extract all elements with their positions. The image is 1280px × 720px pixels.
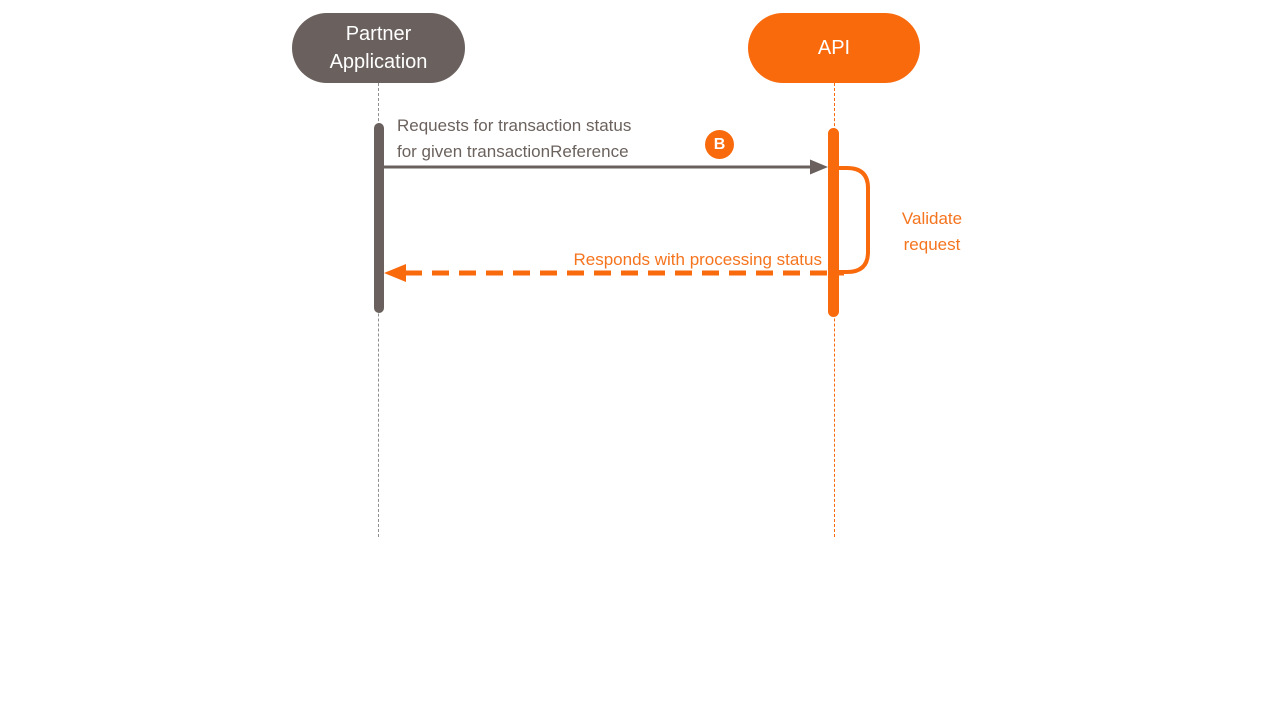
partner-activation-bar (374, 123, 384, 313)
validate-self-loop-path (837, 166, 870, 274)
validate-self-loop (837, 166, 870, 274)
request-arrow (384, 159, 828, 175)
request-arrowhead-icon (810, 159, 828, 175)
api-activation-bar (828, 128, 839, 317)
request-message-label: Requests for transaction status for give… (397, 116, 632, 161)
validate-request-label: Validate request (901, 209, 963, 254)
actor-partner-application: Partner Application (292, 13, 465, 83)
response-arrow (384, 264, 844, 282)
response-message-label: Responds with processing status (573, 250, 822, 269)
actor-api: API (748, 13, 920, 83)
response-arrowhead-icon (384, 264, 406, 282)
step-b-badge: B (705, 130, 734, 159)
